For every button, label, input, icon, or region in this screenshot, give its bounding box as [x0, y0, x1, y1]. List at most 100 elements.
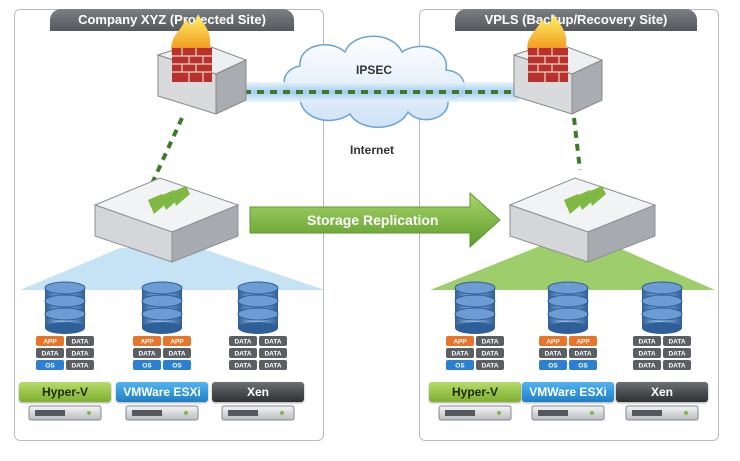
- hypervisor-label: Hyper-V: [429, 382, 521, 402]
- vm-block: [163, 336, 191, 346]
- vm-label: DATA: [451, 351, 468, 358]
- internet-label: Internet: [350, 143, 395, 157]
- storage-appliance-icon: [93, 177, 240, 263]
- vm-block: [133, 336, 161, 346]
- server-icon: [438, 405, 512, 421]
- vm-label: DATA: [638, 363, 655, 370]
- vm-label: DATA: [668, 351, 685, 358]
- storage-replication-label: Storage Replication: [307, 212, 439, 228]
- vm-label: DATA: [668, 363, 685, 370]
- vm-label: DATA: [544, 351, 561, 358]
- vm-block: [133, 360, 161, 370]
- storage-replication-arrow: [249, 191, 501, 249]
- vm-block: [633, 360, 661, 370]
- vm-block: [133, 348, 161, 358]
- vm-label: DATA: [41, 351, 58, 358]
- hypervisor-label: VMWare ESXi: [522, 382, 614, 402]
- vm-label: DATA: [71, 339, 88, 346]
- firewall-icon: [156, 14, 248, 115]
- vm-label: DATA: [234, 363, 251, 370]
- vm-block: [663, 360, 691, 370]
- vm-block: [476, 360, 504, 370]
- vm-block: [259, 360, 287, 370]
- vm-block: [229, 360, 257, 370]
- vm-label: DATA: [481, 363, 498, 370]
- vm-label: APP: [576, 339, 590, 346]
- vm-block: [446, 336, 474, 346]
- ipsec-tunnel: [218, 82, 520, 102]
- vm-block: [163, 348, 191, 358]
- vm-label: APP: [140, 339, 154, 346]
- vm-label: DATA: [234, 339, 251, 346]
- hypervisor-label: Hyper-V: [19, 382, 111, 402]
- server-icon: [531, 405, 605, 421]
- server-icon: [28, 405, 102, 421]
- vm-label: DATA: [668, 339, 685, 346]
- storage-appliance-icon: [508, 177, 657, 263]
- vm-block: [569, 336, 597, 346]
- database-icon: [44, 281, 86, 334]
- hypervisor-label: Xen: [212, 382, 304, 402]
- vm-block: [539, 348, 567, 358]
- database-icon: [547, 281, 589, 334]
- vm-label: OS: [455, 363, 465, 370]
- vm-block: [66, 336, 94, 346]
- vm-block: [36, 360, 64, 370]
- vm-block: [446, 360, 474, 370]
- vm-block: [663, 348, 691, 358]
- vm-block: [539, 360, 567, 370]
- vm-label: OS: [172, 363, 182, 370]
- vm-block: [446, 348, 474, 358]
- internet-cloud: [283, 35, 465, 128]
- vm-block: [66, 360, 94, 370]
- vm-block: [229, 348, 257, 358]
- vm-block: [633, 348, 661, 358]
- vm-label: DATA: [574, 351, 591, 358]
- vm-block: [36, 336, 64, 346]
- server-icon: [625, 405, 699, 421]
- vm-block: [476, 348, 504, 358]
- vm-block: [66, 348, 94, 358]
- vm-block: [259, 348, 287, 358]
- vm-label: DATA: [168, 351, 185, 358]
- vm-block: [569, 348, 597, 358]
- vm-label: OS: [142, 363, 152, 370]
- vm-label: DATA: [481, 339, 498, 346]
- vm-label: DATA: [234, 351, 251, 358]
- vm-label: APP: [170, 339, 184, 346]
- vm-label: APP: [43, 339, 57, 346]
- vm-label: DATA: [481, 351, 498, 358]
- vm-label: DATA: [264, 351, 281, 358]
- vm-label: OS: [548, 363, 558, 370]
- vm-label: OS: [45, 363, 55, 370]
- recovery-site-title: VPLS (Backup/Recovery Site): [455, 9, 697, 31]
- vm-label: DATA: [71, 363, 88, 370]
- vm-label: APP: [453, 339, 467, 346]
- network-link: [572, 117, 582, 171]
- vm-label: APP: [546, 339, 560, 346]
- hypervisor-label: Xen: [616, 382, 708, 402]
- vm-label: DATA: [264, 339, 281, 346]
- vm-label: DATA: [138, 351, 155, 358]
- vm-label: DATA: [638, 339, 655, 346]
- vm-block: [633, 336, 661, 346]
- vm-label: DATA: [638, 351, 655, 358]
- ipsec-label: IPSEC: [356, 63, 393, 77]
- vm-block: [36, 348, 64, 358]
- server-icon: [221, 405, 295, 421]
- vm-block: [229, 336, 257, 346]
- vm-block: [163, 360, 191, 370]
- storage-projection: [20, 248, 325, 290]
- vm-block: [259, 336, 287, 346]
- vm-label: OS: [578, 363, 588, 370]
- vm-block: [539, 336, 567, 346]
- server-icon: [125, 405, 199, 421]
- vm-block: [663, 336, 691, 346]
- database-icon: [141, 281, 183, 334]
- database-icon: [454, 281, 496, 334]
- storage-projection: [430, 244, 715, 290]
- vm-block: [569, 360, 597, 370]
- database-icon: [641, 281, 683, 334]
- vm-block: [476, 336, 504, 346]
